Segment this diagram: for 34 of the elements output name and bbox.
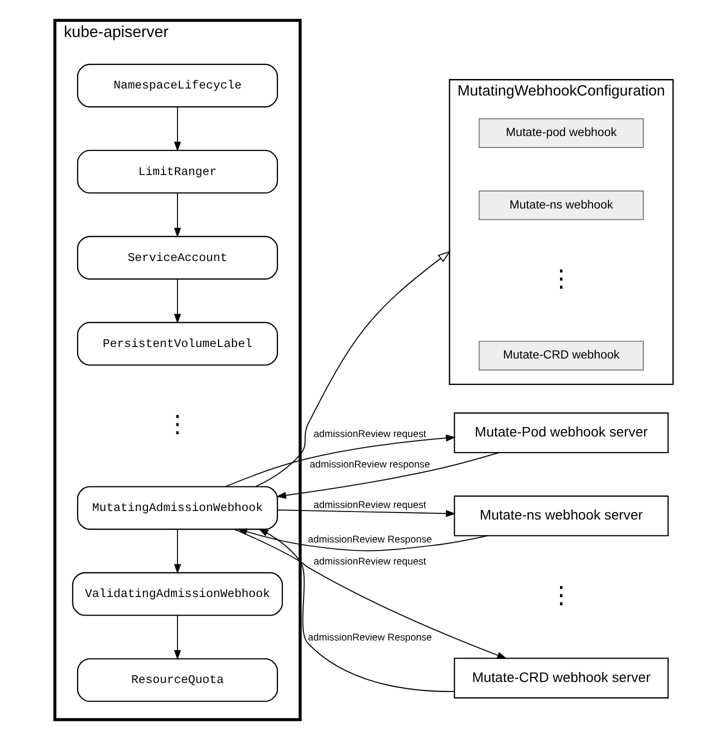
label: ⋮ [166, 410, 190, 438]
arrow [174, 106, 181, 152]
node-box: ServiceAccount [77, 236, 278, 280]
node-box: NamespaceLifecycle [77, 64, 278, 108]
node-box: PersistentVolumeLabel [77, 322, 278, 366]
arrow [237, 528, 488, 552]
label: ⋮ [549, 581, 574, 610]
edge-label: admissionReview request [314, 500, 426, 511]
edge-label: admissionReview response [310, 459, 430, 470]
arrow [234, 528, 508, 659]
arrow [276, 452, 500, 499]
arrow [174, 528, 181, 574]
arrow [255, 250, 451, 488]
edge-label: admissionReview request [314, 428, 426, 440]
arrow [258, 528, 455, 692]
node-box: ResourceQuota [77, 658, 278, 702]
node-box: Mutate-ns webhook server [454, 496, 669, 536]
node-box: ValidatingAdmissionWebhook [72, 572, 283, 616]
label: ⋮ [549, 264, 574, 293]
node-box: Mutate-CRD webhook [478, 340, 644, 370]
arrow [277, 510, 456, 517]
node-box: MutatingAdmissionWebhook [77, 486, 278, 530]
edge-label: admissionReview Response [308, 534, 432, 546]
node-box: LimitRanger [77, 150, 278, 194]
arrow [174, 192, 181, 238]
node-box: Mutate-ns webhook [478, 190, 644, 220]
node-box: Mutate-CRD webhook server [454, 658, 669, 698]
node-box: Mutate-pod webhook [478, 118, 644, 148]
edge-label: admissionReview Response [308, 632, 432, 644]
node-box: Mutate-Pod webhook server [454, 412, 669, 454]
arrow [174, 278, 181, 324]
arrow [174, 614, 181, 660]
edge-label: admissionReview request [314, 556, 426, 568]
arrow [225, 434, 456, 488]
